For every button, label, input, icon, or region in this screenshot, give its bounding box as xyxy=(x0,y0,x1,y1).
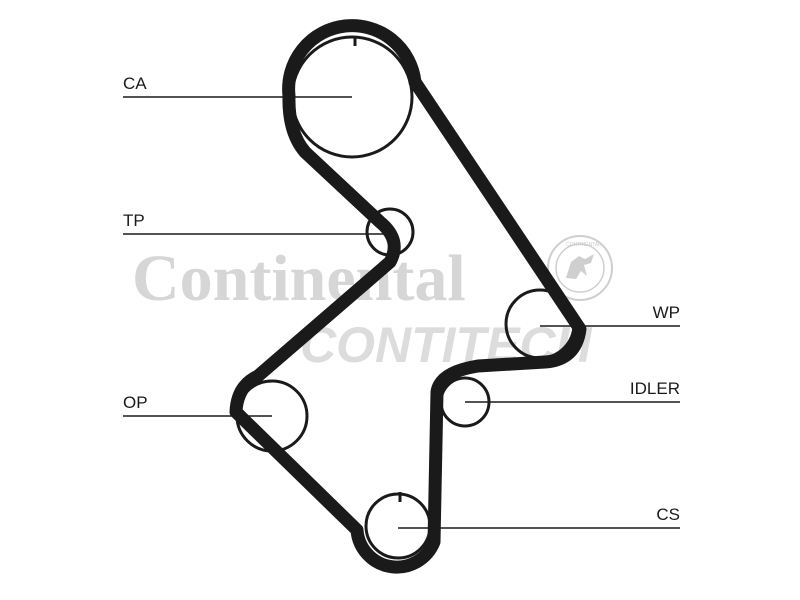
continental-watermark: Continental CONTITECH CONTINENTAL xyxy=(132,235,613,373)
watermark-brand: Continental xyxy=(132,242,466,315)
pulley-tp xyxy=(365,207,415,257)
label-ca: CA xyxy=(123,74,147,93)
label-cs: CS xyxy=(656,505,680,524)
leader-lines xyxy=(123,96,680,529)
label-op: OP xyxy=(123,393,148,412)
pulley-wp xyxy=(504,288,576,360)
labels: CA TP OP WP IDLER CS xyxy=(123,74,680,524)
label-idler: IDLER xyxy=(630,379,680,398)
pulleys xyxy=(235,35,576,560)
seal-text: CONTINENTAL xyxy=(566,242,601,248)
label-wp: WP xyxy=(653,303,680,322)
pulley-cs xyxy=(364,492,432,560)
horse-seal-icon: CONTINENTAL xyxy=(547,235,613,301)
label-tp: TP xyxy=(123,211,145,230)
